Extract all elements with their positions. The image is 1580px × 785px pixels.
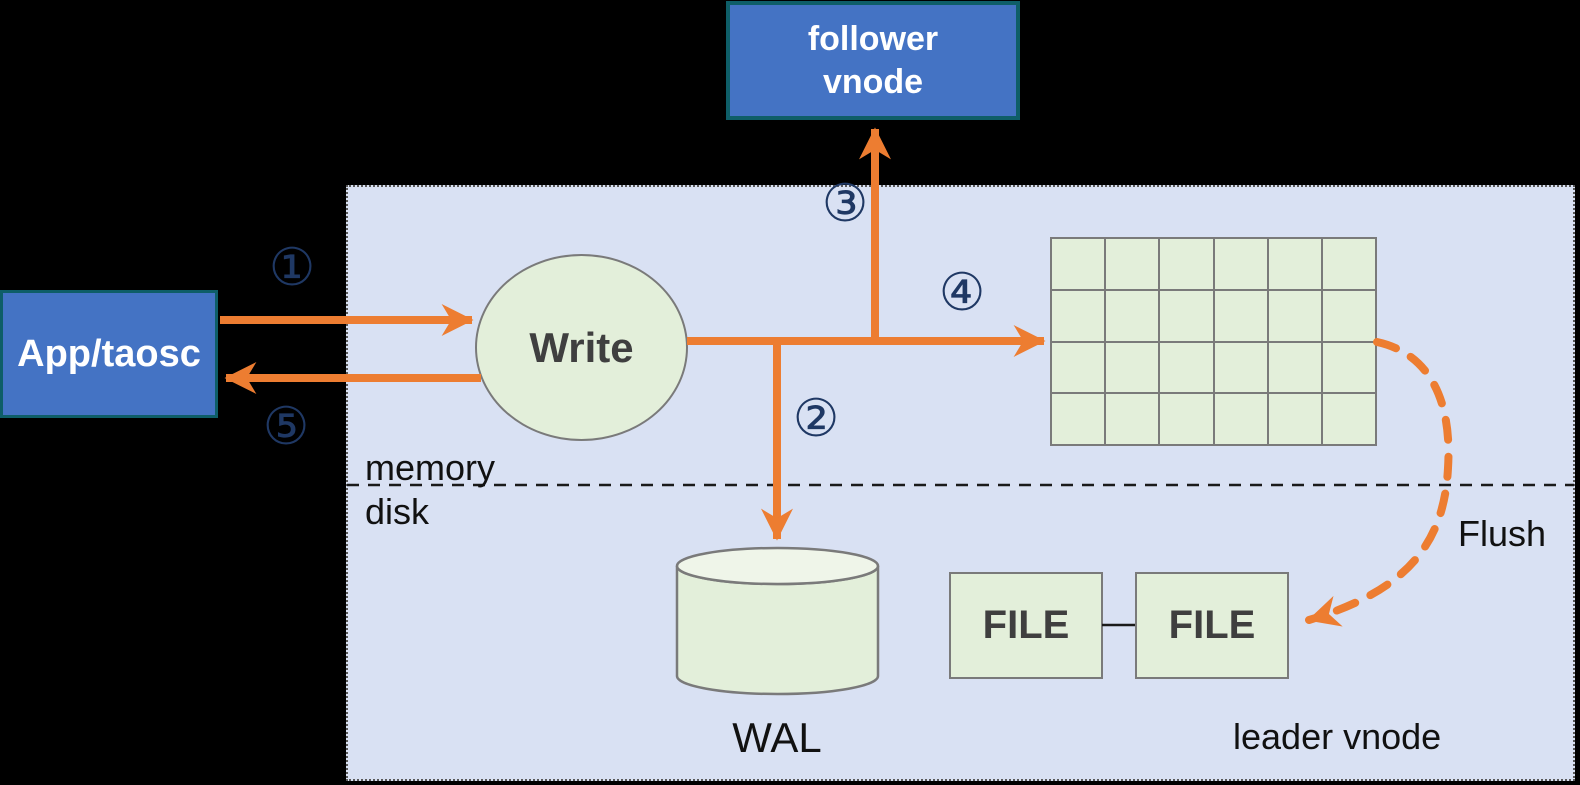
- memory-table-cell: [1160, 290, 1213, 341]
- step-1-badge: ①: [268, 238, 316, 298]
- memory-table-cell: [1106, 290, 1159, 341]
- app-taosc-label: App/taosc: [17, 332, 201, 375]
- leader-vnode-label: leader vnode: [1233, 716, 1442, 757]
- follower-vnode-label-line1: follower: [807, 20, 939, 58]
- memory-table-cell: [1322, 394, 1375, 444]
- memory-table: [1050, 237, 1377, 446]
- memory-table-cell: [1268, 394, 1321, 444]
- wal-cylinder: [675, 546, 880, 696]
- memory-table-cell: [1268, 239, 1321, 289]
- memory-table-cell: [1160, 394, 1213, 444]
- file-box-2: FILE: [1135, 572, 1289, 679]
- memory-table-cell: [1214, 394, 1267, 444]
- app-taosc-box: App/taosc: [0, 290, 218, 418]
- step-5-badge: ⑤: [262, 397, 310, 457]
- memory-table-cell: [1160, 342, 1213, 393]
- memory-table-cell: [1106, 342, 1159, 393]
- follower-vnode-box: follower vnode: [726, 1, 1020, 120]
- write-label: Write: [529, 323, 634, 371]
- memory-table-cell: [1160, 239, 1213, 289]
- flush-label: Flush: [1458, 513, 1547, 554]
- memory-table-cell: [1052, 290, 1105, 341]
- memory-table-cell: [1322, 342, 1375, 393]
- memory-table-cell: [1322, 290, 1375, 341]
- disk-label: disk: [365, 491, 430, 532]
- memory-table-cell: [1322, 239, 1375, 289]
- memory-table-cell: [1106, 239, 1159, 289]
- memory-table-cell: [1052, 342, 1105, 393]
- follower-vnode-label-line2: vnode: [822, 62, 924, 101]
- memory-table-cell: [1214, 342, 1267, 393]
- memory-table-cell: [1106, 394, 1159, 444]
- wal-label: WAL: [732, 714, 822, 761]
- write-process-ellipse: Write: [475, 254, 688, 441]
- memory-table-cell: [1052, 394, 1105, 444]
- file-box-1: FILE: [949, 572, 1103, 679]
- step-2-badge: ②: [792, 389, 840, 449]
- step-3-badge: ③: [821, 174, 869, 234]
- memory-table-cell: [1052, 239, 1105, 289]
- memory-table-cell: [1268, 342, 1321, 393]
- step-4-badge: ④: [938, 263, 986, 323]
- file-2-label: FILE: [1168, 603, 1256, 647]
- memory-label: memory: [365, 447, 496, 488]
- arrow-flush-table-to-file: [1305, 338, 1453, 627]
- file-1-label: FILE: [982, 603, 1070, 647]
- memory-table-cell: [1268, 290, 1321, 341]
- memory-table-cell: [1214, 239, 1267, 289]
- memory-table-cell: [1214, 290, 1267, 341]
